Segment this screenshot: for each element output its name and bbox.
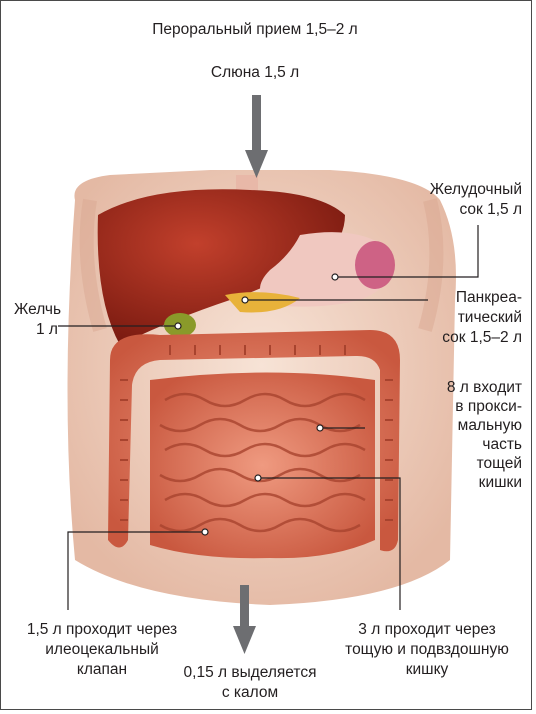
arrow-intake: [245, 95, 268, 178]
label-saliva: Слюна 1,5 л: [180, 63, 330, 83]
label-jejunum-entry: 8 л входит в прокси- мальную часть тощей…: [410, 378, 522, 492]
label-feces: 0,15 л выделяется с калом: [165, 663, 335, 703]
label-bile: Желчь 1 л: [14, 300, 61, 340]
label-pancreatic-juice: Панкреа- тический сок 1,5–2 л: [400, 288, 522, 348]
spleen: [355, 241, 395, 289]
label-ileum-passage: 3 л проходит через тощую и подвздошную к…: [328, 620, 526, 680]
label-gastric-juice: Желудочный сок 1,5 л: [390, 180, 522, 220]
label-oral-intake: Пероральный прием 1,5–2 л: [130, 20, 380, 40]
